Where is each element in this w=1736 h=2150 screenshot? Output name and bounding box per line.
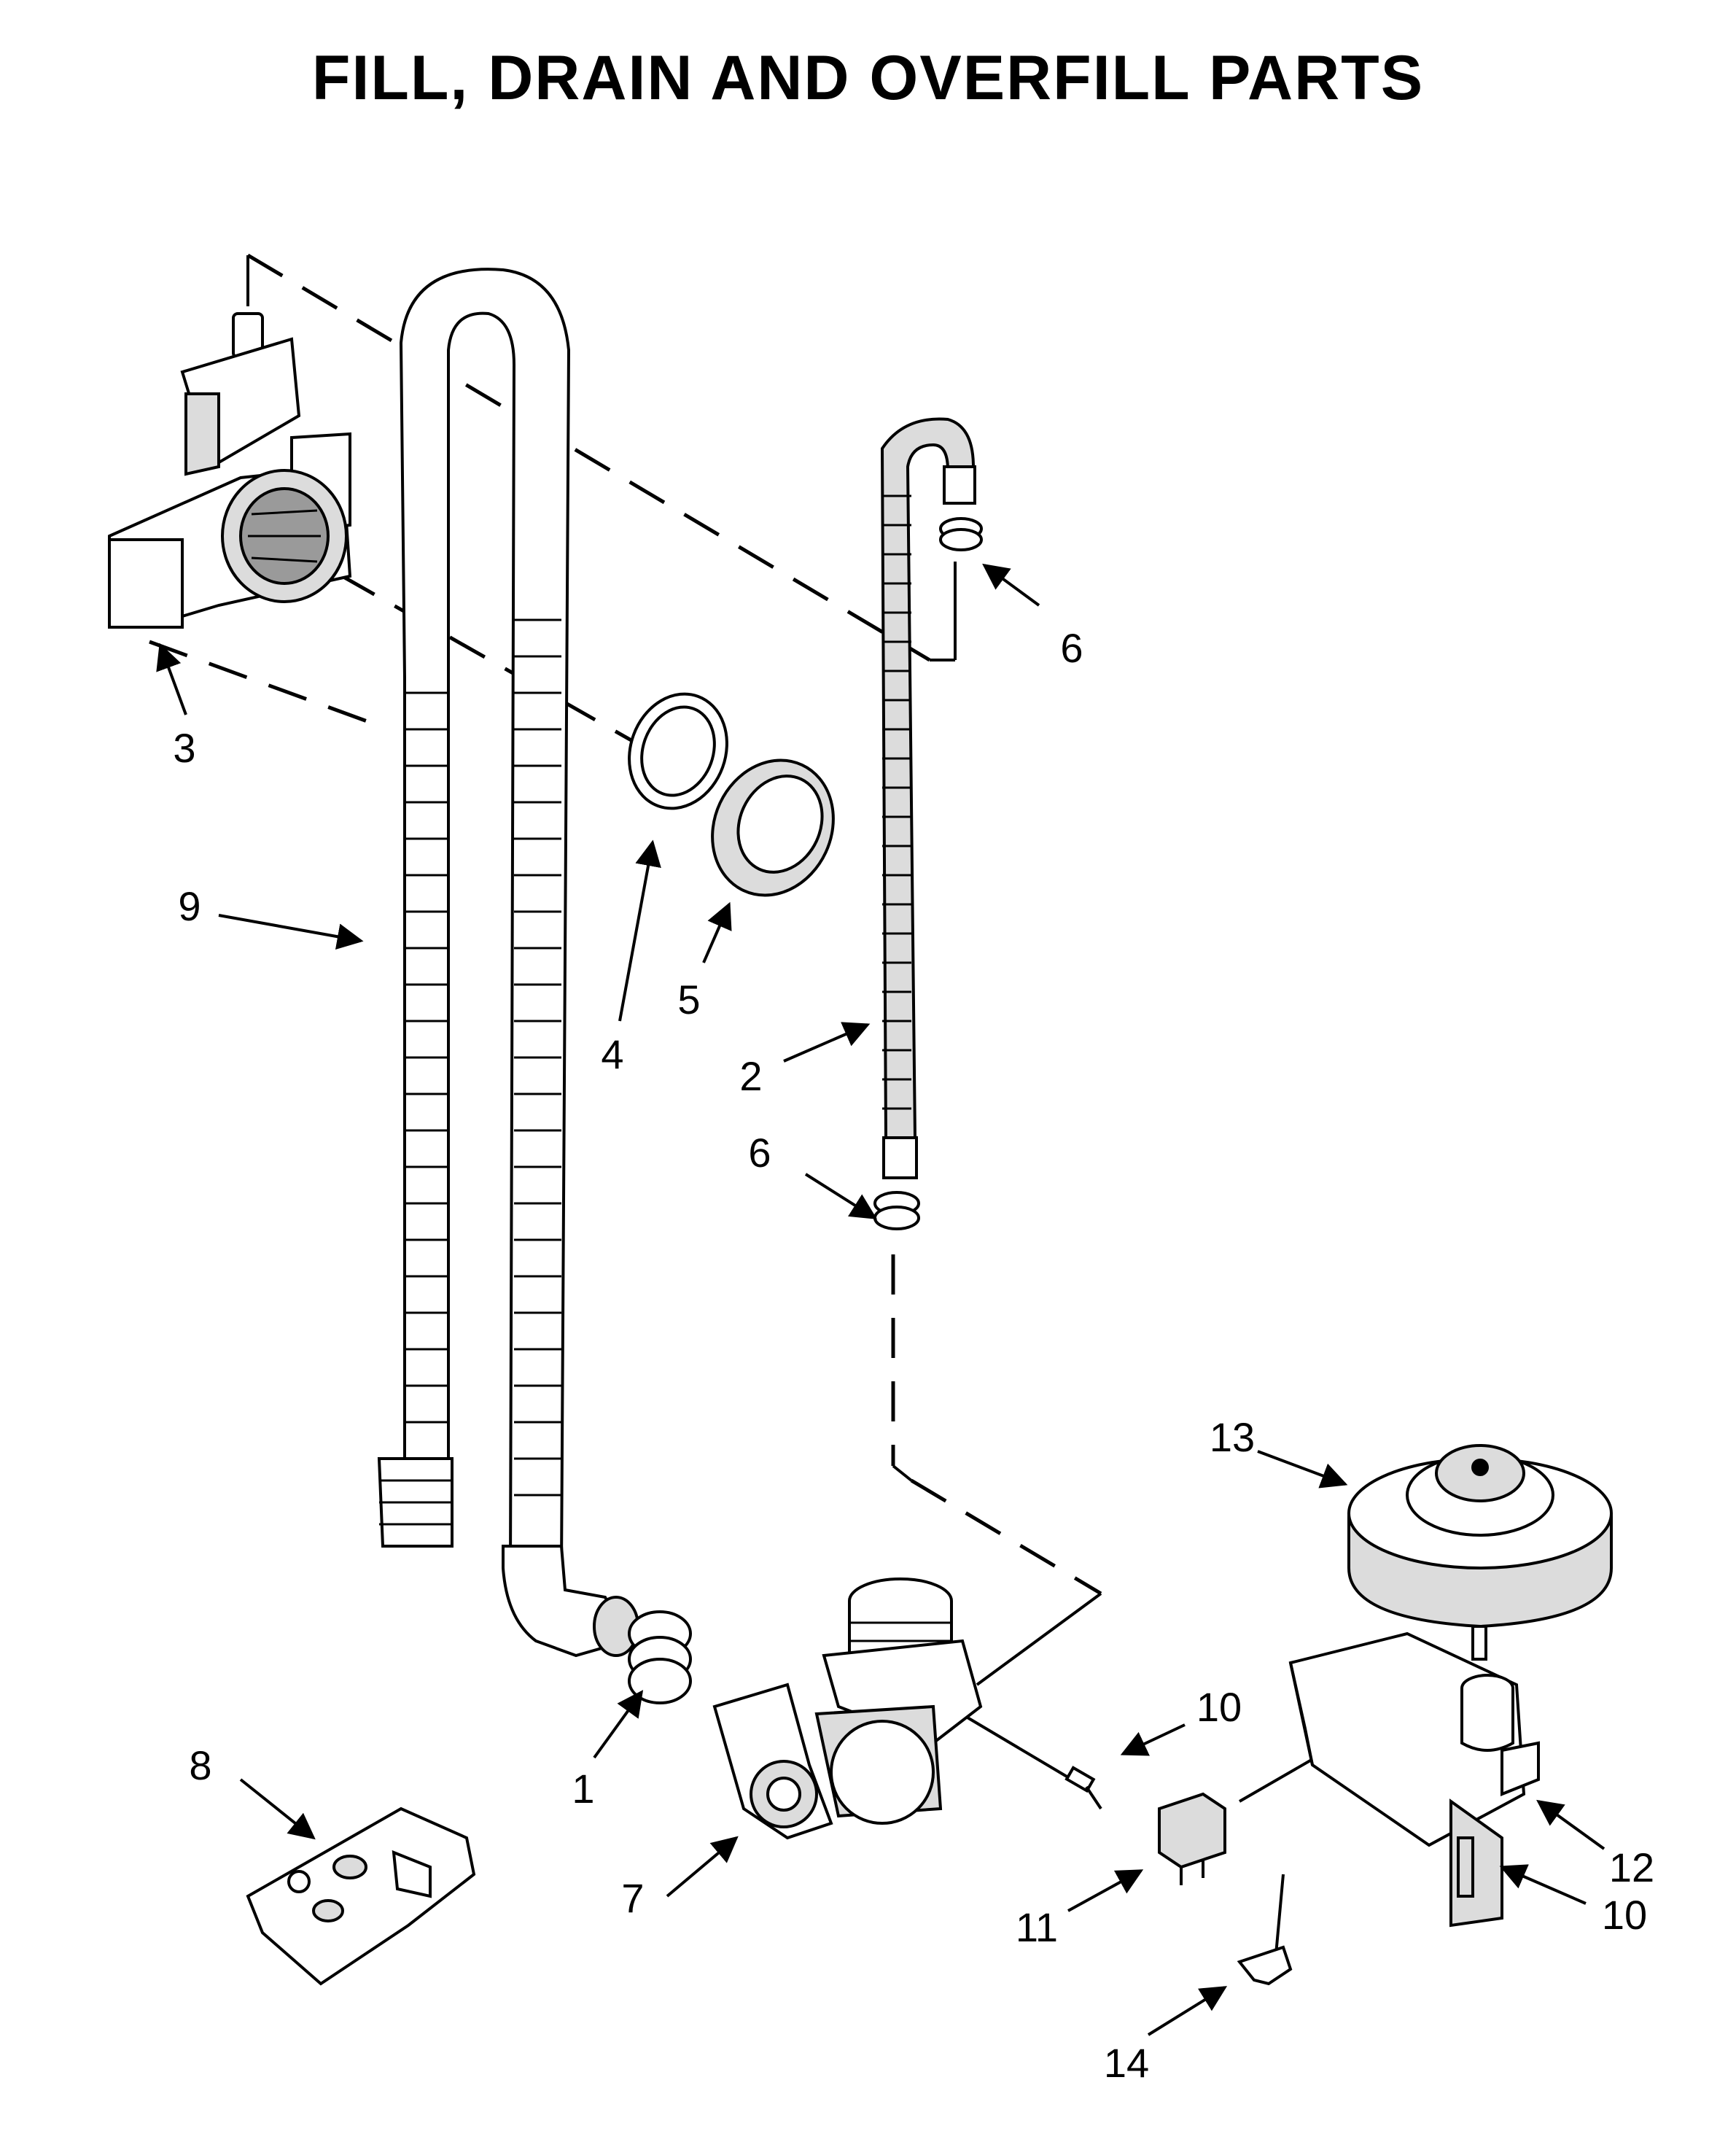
callout-4: 4 bbox=[601, 1031, 623, 1077]
part-3-vent-bracket bbox=[108, 312, 352, 629]
callout-labels: 3 9 4 5 6 2 6 13 10 8 1 7 12 10 11 14 bbox=[173, 625, 1654, 2086]
callout-11: 11 bbox=[1016, 1904, 1058, 1950]
callout-3: 3 bbox=[173, 725, 195, 771]
callout-9: 9 bbox=[178, 883, 201, 929]
callout-2: 2 bbox=[739, 1053, 762, 1099]
callout-6-top: 6 bbox=[1060, 625, 1083, 671]
callout-13: 13 bbox=[1210, 1414, 1255, 1460]
callout-10-bracket: 10 bbox=[1602, 1892, 1647, 1938]
part-1-spring-clamp bbox=[628, 1610, 692, 1704]
callout-14: 14 bbox=[1104, 2040, 1149, 2086]
callout-5: 5 bbox=[677, 977, 700, 1022]
part-8-hardware-kit bbox=[246, 1806, 476, 1986]
part-10-screw-valve bbox=[1064, 1766, 1102, 1810]
part-6-clamp-bottom bbox=[873, 1191, 920, 1230]
part-9-drain-hose bbox=[377, 268, 639, 1658]
part-5-nut bbox=[711, 758, 835, 897]
part-6-clamp-top bbox=[939, 517, 983, 551]
part-7-inlet-valve bbox=[712, 1577, 983, 1840]
callout-8: 8 bbox=[189, 1742, 211, 1788]
part-14-actuator bbox=[1237, 1945, 1293, 1986]
part-11-micro-switch bbox=[1158, 1792, 1226, 1885]
callout-7: 7 bbox=[621, 1875, 644, 1921]
callout-1: 1 bbox=[572, 1766, 594, 1812]
part-13-float bbox=[1347, 1444, 1613, 1661]
part-12-float-bracket bbox=[1288, 1631, 1540, 1928]
callout-10-valve: 10 bbox=[1196, 1684, 1242, 1730]
part-4-washer bbox=[628, 692, 728, 810]
page-title: FILL, DRAIN AND OVERFILL PARTS bbox=[311, 43, 1425, 113]
part-2-fill-hose bbox=[880, 417, 976, 1179]
callout-12: 12 bbox=[1609, 1844, 1654, 1890]
callout-6-bottom: 6 bbox=[748, 1130, 771, 1176]
assembly-lines bbox=[149, 253, 1335, 1955]
leader-arrows bbox=[156, 563, 1605, 2036]
